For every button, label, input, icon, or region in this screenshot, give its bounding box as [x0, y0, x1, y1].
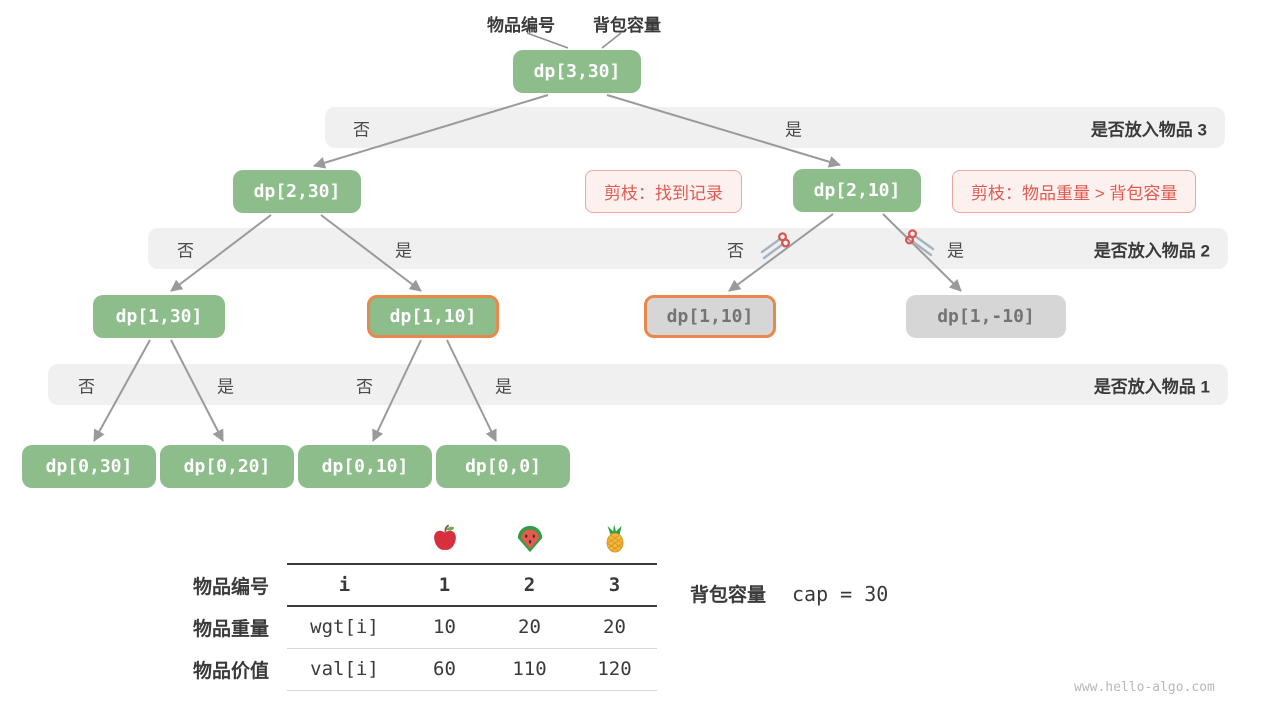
branch-label-yes: 是 [785, 120, 802, 139]
node-dp-1-neg10: dp[1,-10] [906, 295, 1066, 338]
branch-label-no: 否 [727, 241, 744, 260]
capacity-note: 背包容量 cap = 30 [690, 580, 888, 607]
branch-label-yes: 是 [947, 241, 964, 260]
table-row-value: 物品价值 val[i] 60 110 120 [165, 648, 657, 691]
cell-val-label: val[i] [287, 648, 402, 691]
band-question: 是否放入物品 3 [1090, 120, 1207, 139]
table-header-row: 物品编号 i 1 2 3 [165, 563, 657, 607]
item-table: 物品编号 i 1 2 3 物品重量 wgt[i] 10 20 20 物品价值 v… [165, 518, 657, 691]
prune-note-record-found: 剪枝：找到记录 [585, 170, 742, 213]
cell-wgt-2: 20 [487, 606, 572, 649]
cell-wgt-3: 20 [572, 606, 657, 649]
header-cell-2: 2 [487, 563, 572, 607]
scissors-icon [760, 232, 791, 260]
capacity-value: cap = 30 [792, 582, 889, 606]
cell-val-1: 60 [402, 648, 487, 691]
band-question: 是否放入物品 2 [1093, 241, 1210, 260]
fruit-icon-row [165, 518, 657, 564]
prune-note-weight-exceeds: 剪枝：物品重量 > 背包容量 [952, 170, 1197, 213]
table-row-weight: 物品重量 wgt[i] 10 20 20 [165, 606, 657, 649]
node-dp-1-10-first: dp[1,10] [367, 295, 499, 338]
row-header-item-index: 物品编号 [192, 576, 269, 598]
header-cell-1: 1 [402, 563, 487, 607]
node-dp-1-10-pruned: dp[1,10] [644, 295, 776, 338]
row-header-item-value: 物品价值 [192, 660, 269, 682]
branch-label-yes: 是 [495, 377, 512, 396]
branch-label-no: 否 [177, 241, 194, 260]
node-dp-0-20: dp[0,20] [160, 445, 294, 488]
branch-label-no: 否 [353, 120, 370, 139]
decision-band-item-2: 否 是 否 是 是否放入物品 2 [148, 228, 1228, 269]
band-question: 是否放入物品 1 [1093, 377, 1210, 396]
decision-band-item-3: 否 是 是否放入物品 3 [325, 107, 1225, 148]
pineapple-icon [606, 523, 623, 553]
node-dp-0-30: dp[0,30] [22, 445, 156, 488]
cell-val-3: 120 [572, 648, 657, 691]
node-dp-3-30: dp[3,30] [513, 50, 641, 93]
node-dp-0-0: dp[0,0] [436, 445, 570, 488]
node-dp-2-10: dp[2,10] [793, 169, 921, 212]
cell-val-2: 110 [487, 648, 572, 691]
header-cell-3: 3 [572, 563, 657, 607]
cell-wgt-label: wgt[i] [287, 606, 402, 649]
site-watermark: www.hello-algo.com [1074, 680, 1215, 695]
node-dp-1-30: dp[1,30] [93, 295, 225, 338]
header-cell-i: i [287, 563, 402, 607]
scissors-icon [904, 229, 935, 257]
decision-band-item-1: 否 是 否 是 是否放入物品 1 [48, 364, 1228, 405]
item-index-label: 物品编号 [487, 16, 555, 35]
row-header-item-weight: 物品重量 [192, 618, 269, 640]
apple-icon [433, 524, 456, 550]
cell-wgt-1: 10 [402, 606, 487, 649]
node-dp-2-30: dp[2,30] [233, 170, 361, 213]
branch-label-yes: 是 [395, 241, 412, 260]
capacity-label: 背包容量 [690, 585, 767, 606]
node-dp-0-10: dp[0,10] [298, 445, 432, 488]
watermelon-icon [517, 525, 542, 553]
capacity-annotation-label: 背包容量 [593, 16, 661, 35]
branch-label-no: 否 [356, 377, 373, 396]
branch-label-yes: 是 [217, 377, 234, 396]
branch-label-no: 否 [78, 377, 95, 396]
